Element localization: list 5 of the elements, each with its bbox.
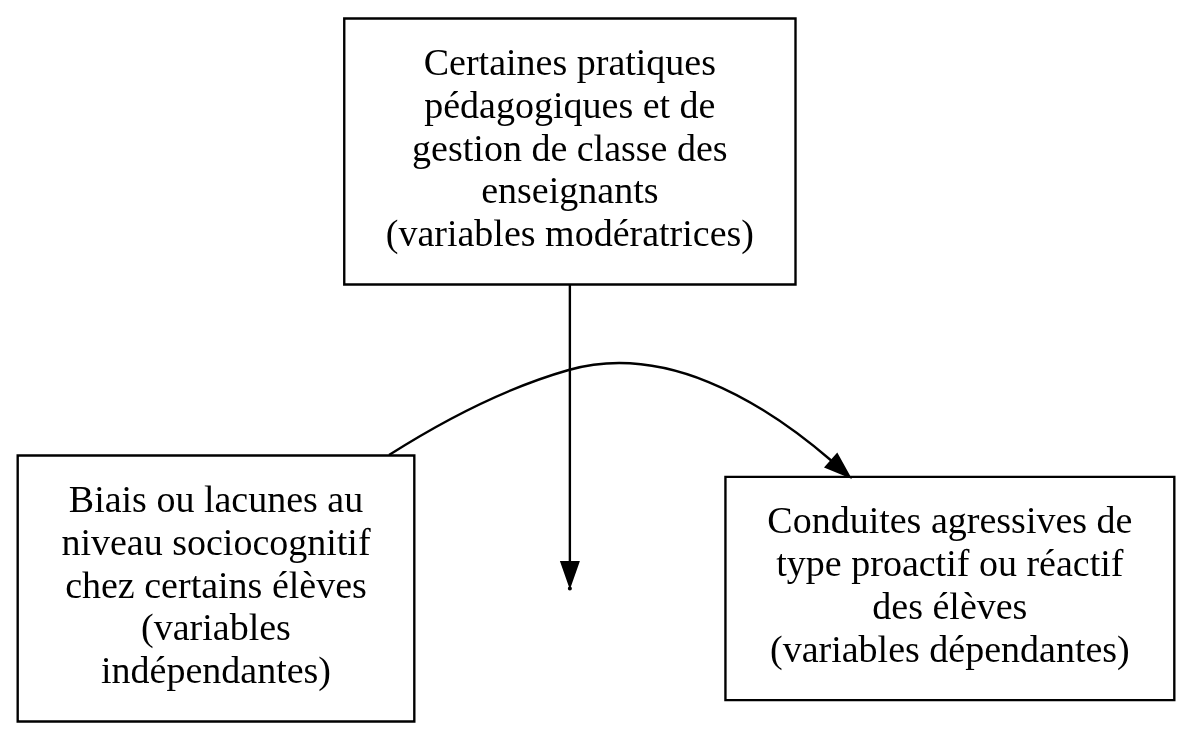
node-box: Biais ou lacunes au niveau sociocognitif chez certains élèves (variables indépendantes) xyxy=(16,454,416,723)
node-box: Certaines pratiques pédagogiques et de gestion de classe des enseignants (variables modératrices) xyxy=(343,17,797,286)
arrow xyxy=(559,284,580,590)
node-box: Conduites agressives de type proactif ou réactif des élèves (variables dépendantes) xyxy=(724,475,1176,702)
arrow xyxy=(388,361,852,479)
